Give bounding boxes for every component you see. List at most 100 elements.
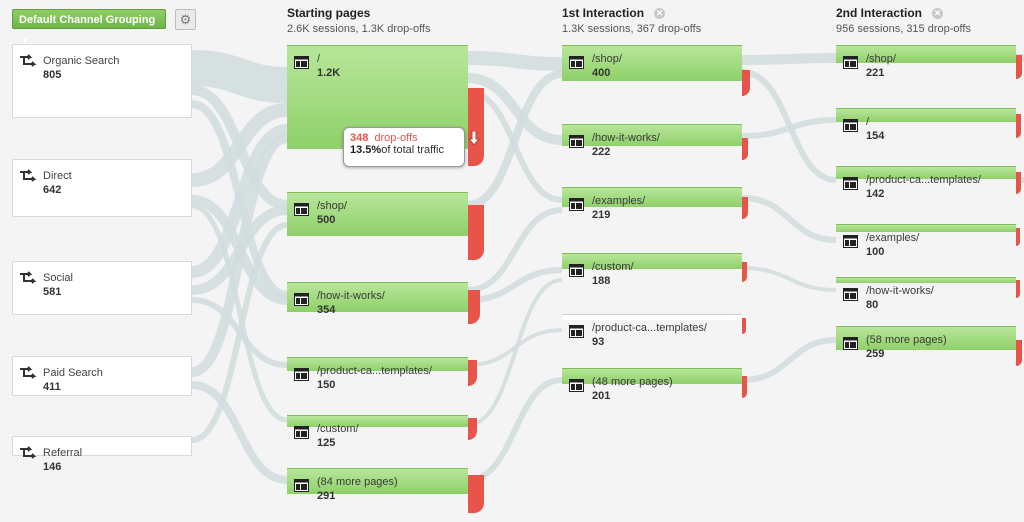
close-icon[interactable]: ✕: [654, 8, 666, 19]
source-node-organic-search[interactable]: Organic Search 805: [12, 44, 192, 118]
arrows-icon: [20, 169, 37, 182]
page-value: 291: [317, 490, 336, 502]
page-value: 80: [866, 299, 879, 311]
page-label: (58 more pages): [866, 334, 947, 346]
page-icon: [569, 135, 584, 148]
dropoff-indicator[interactable]: [742, 376, 747, 398]
page-value: 93: [592, 336, 605, 348]
column-header-2nd-interaction: 2nd Interaction✕ 956 sessions, 315 drop-…: [836, 6, 971, 35]
page-label: /how-it-works/: [866, 285, 934, 297]
page-node-more-pages[interactable]: (84 more pages) 291: [287, 468, 468, 502]
dropoff-indicator[interactable]: [468, 88, 484, 166]
source-value: 581: [43, 286, 62, 298]
arrows-icon: [20, 366, 37, 379]
tooltip-of-total: of total traffic: [381, 144, 444, 156]
dropoff-indicator[interactable]: [468, 290, 480, 324]
page-label: /product-ca...templates/: [866, 174, 981, 186]
source-label: Direct: [43, 170, 72, 182]
page-node-root[interactable]: / 154: [836, 108, 1016, 142]
dropoff-indicator[interactable]: [742, 197, 748, 219]
close-icon[interactable]: ✕: [932, 8, 944, 19]
page-node-more-pages[interactable]: (48 more pages) 201: [562, 368, 742, 402]
dropoff-indicator[interactable]: [742, 318, 746, 334]
page-node-shop[interactable]: /shop/ 221: [836, 45, 1016, 79]
page-icon: [294, 368, 309, 381]
page-label: /product-ca...templates/: [317, 365, 432, 377]
page-node-custom[interactable]: /custom/ 188: [562, 253, 742, 287]
arrow-down-icon: [469, 131, 479, 145]
page-icon: [569, 198, 584, 211]
channel-grouping-dropdown[interactable]: Default Channel Grouping ▼: [12, 9, 166, 45]
dropoff-indicator[interactable]: [468, 418, 477, 440]
channel-grouping-label: Default Channel Grouping: [19, 14, 156, 26]
page-icon: [569, 264, 584, 277]
arrows-icon: [20, 271, 37, 284]
source-value: 411: [43, 381, 61, 393]
page-icon: [843, 235, 858, 248]
page-label: (48 more pages): [592, 376, 673, 388]
page-icon: [294, 479, 309, 492]
dropoff-indicator[interactable]: [742, 262, 747, 282]
dropoff-indicator[interactable]: [1016, 228, 1020, 246]
column-header-starting-pages: Starting pages 2.6K sessions, 1.3K drop-…: [287, 6, 431, 35]
page-value: 400: [592, 67, 611, 79]
dropoff-indicator[interactable]: [742, 138, 748, 160]
dropoff-indicator[interactable]: [1016, 280, 1020, 298]
page-icon: [843, 119, 858, 132]
page-node-more-pages[interactable]: (58 more pages) 259: [836, 326, 1016, 360]
page-node-custom[interactable]: /custom/ 125: [287, 415, 468, 449]
dropoff-indicator[interactable]: [1016, 340, 1022, 366]
source-node-referral[interactable]: Referral 146: [12, 436, 192, 473]
page-node-how-it-works[interactable]: /how-it-works/ 80: [836, 277, 1016, 311]
source-node-direct[interactable]: Direct 642: [12, 159, 192, 217]
page-icon: [294, 203, 309, 216]
page-value: 150: [317, 379, 336, 391]
page-label: /product-ca...templates/: [592, 322, 707, 334]
dropoff-indicator[interactable]: [1016, 172, 1021, 194]
page-value: 188: [592, 275, 611, 287]
page-label: /custom/: [317, 423, 359, 435]
arrows-icon: [20, 446, 37, 459]
dropoff-indicator[interactable]: [468, 205, 484, 260]
page-label: /how-it-works/: [317, 290, 385, 302]
page-icon: [843, 177, 858, 190]
page-node-how-it-works[interactable]: /how-it-works/ 354: [287, 282, 468, 316]
page-node-examples[interactable]: /examples/ 219: [562, 187, 742, 221]
page-icon: [294, 293, 309, 306]
page-node-examples[interactable]: /examples/ 100: [836, 224, 1016, 258]
page-node-product-templates[interactable]: /product-ca...templates/ 93: [562, 314, 742, 348]
page-label: /: [866, 116, 870, 128]
source-node-social[interactable]: Social 581: [12, 261, 192, 315]
page-node-shop[interactable]: /shop/ 500: [287, 192, 468, 236]
page-label: /shop/: [866, 53, 896, 65]
source-node-paid-search[interactable]: Paid Search 411: [12, 356, 192, 396]
source-value: 805: [43, 69, 62, 81]
dropoff-indicator[interactable]: [468, 360, 477, 386]
source-label: Organic Search: [43, 55, 120, 67]
source-label: Paid Search: [43, 367, 103, 379]
page-node-product-templates[interactable]: /product-ca...templates/ 150: [287, 357, 468, 391]
source-label: Referral: [43, 447, 83, 459]
page-label: /examples/: [592, 195, 646, 207]
column-subtitle: 1.3K sessions, 367 drop-offs: [562, 23, 702, 35]
dropoff-indicator[interactable]: [1016, 114, 1021, 138]
source-value: 146: [43, 461, 62, 473]
page-value: 142: [866, 188, 885, 200]
page-label: /examples/: [866, 232, 920, 244]
settings-button[interactable]: ⚙: [175, 9, 196, 30]
page-node-product-templates[interactable]: /product-ca...templates/ 142: [836, 166, 1016, 200]
dropoff-indicator[interactable]: [1016, 55, 1022, 79]
column-title: 1st Interaction: [562, 6, 645, 20]
page-icon: [843, 288, 858, 301]
arrows-icon: [20, 54, 37, 67]
tooltip-dropoff-label: drop-offs: [374, 132, 418, 144]
page-node-shop[interactable]: /shop/ 400: [562, 45, 742, 81]
page-label: /shop/: [317, 200, 347, 212]
page-node-how-it-works[interactable]: /how-it-works/ 222: [562, 124, 742, 158]
column-header-1st-interaction: 1st Interaction ✕ 1.3K sessions, 367 drop…: [562, 6, 701, 35]
dropoff-indicator[interactable]: [742, 70, 750, 96]
page-icon: [843, 56, 858, 69]
source-label: Social: [43, 272, 73, 284]
dropoff-indicator[interactable]: [468, 475, 484, 513]
